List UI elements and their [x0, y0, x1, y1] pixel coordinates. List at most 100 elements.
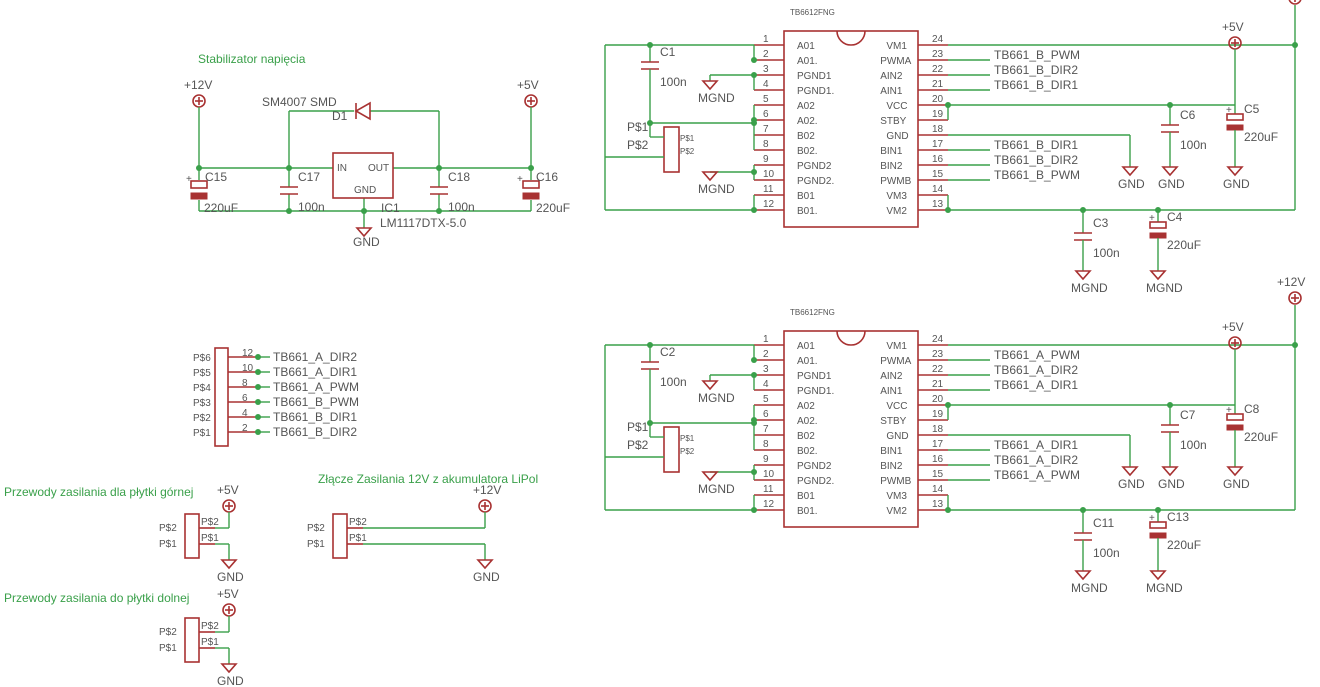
pin-name: STBY: [880, 116, 906, 127]
connector-pin-label: P$1: [349, 533, 367, 544]
driver-chip-name: TB6612FNG: [790, 8, 835, 17]
header-pin-number: 6: [242, 393, 248, 404]
capacitor-c11: [1074, 532, 1092, 541]
net-label-tb661_a_pwm: TB661_A_PWM: [994, 348, 1080, 362]
pin-number: 17: [932, 139, 944, 150]
pin-number: 7: [763, 424, 769, 435]
c18-ref: C18: [448, 170, 470, 184]
ground-label: MGND: [698, 391, 735, 405]
pin-number: 19: [932, 109, 944, 120]
pin-number: 10: [763, 469, 775, 480]
capacitor-c4-ref: C4: [1167, 210, 1183, 224]
connector-pad-label: P$1: [159, 539, 177, 550]
net-label-tb661_b_dir2: TB661_B_DIR2: [994, 63, 1078, 77]
connector-pin-label: P$2: [201, 621, 219, 632]
lower-power-title: Przewody zasilania do płytki dolnej: [4, 591, 189, 605]
regulator-ic: [332, 152, 394, 199]
pin-name: VM3: [886, 491, 907, 502]
ground-icon: [1161, 166, 1179, 177]
pin-name: B02.: [797, 146, 818, 157]
ground-icon: [476, 559, 494, 570]
connector-pin-label: P$1: [201, 533, 219, 544]
capacitor-c16: +: [517, 174, 540, 200]
pin-number: 13: [932, 499, 944, 510]
pin-number: 8: [763, 139, 769, 150]
pin-number: 21: [932, 379, 944, 390]
c17-value: 100n: [298, 200, 325, 214]
c16-ref: C16: [536, 170, 558, 184]
pin-number: 12: [763, 499, 775, 510]
pin-number: 11: [763, 184, 774, 195]
net-label-tb661_b_dir1: TB661_B_DIR1: [994, 138, 1078, 152]
capacitor-c6-value: 100n: [1180, 138, 1207, 152]
plug-pad-label: P$2: [680, 447, 695, 456]
pin-number: 14: [932, 484, 944, 495]
ground-label: GND: [217, 570, 244, 584]
ground-label: GND: [1158, 177, 1185, 191]
battery-title: Złącze Zasilania 12V z akumulatora LiPol: [318, 472, 538, 486]
capacitor-c5-value: 220uF: [1244, 130, 1278, 144]
supply-icon: [1288, 291, 1302, 305]
supply-icon: [1228, 36, 1242, 50]
pin-number: 16: [932, 454, 944, 465]
ground-icon: [220, 663, 238, 674]
pin-name: VM2: [886, 506, 907, 517]
pin-name: PWMA: [880, 356, 911, 367]
ground-label: GND: [217, 674, 244, 687]
header-net-label: TB661_A_DIR1: [273, 365, 357, 379]
pin-number: 8: [763, 439, 769, 450]
pin-name: VCC: [886, 101, 907, 112]
capacitor-c13-ref: C13: [1167, 510, 1189, 524]
pin-name: GND: [886, 131, 908, 142]
ground-label: GND: [1158, 477, 1185, 491]
supply-label: +5V: [217, 587, 239, 601]
pin-number: 4: [763, 79, 769, 90]
ground-icon: [1161, 466, 1179, 477]
pin-name: AIN1: [880, 386, 903, 397]
plus-mark: +: [1226, 405, 1232, 416]
supply-5v-label: +5V: [517, 78, 539, 92]
capacitor-c1-value: 100n: [660, 75, 687, 89]
pin-name: PGND1.: [797, 86, 834, 97]
pin-number: 13: [932, 199, 944, 210]
regulator-pin-gnd: GND: [354, 185, 376, 196]
pin-number: 3: [763, 64, 769, 75]
pin-number: 3: [763, 364, 769, 375]
pin-number: 20: [932, 394, 944, 405]
plug-pad-label: P$1: [680, 134, 695, 143]
header-net-label: TB661_B_PWM: [273, 395, 359, 409]
header-pin-number: 12: [242, 348, 254, 359]
mgnd-icon: [701, 471, 719, 482]
motor-driver-1: TB6612FNG1A0124VM12A01.23PWMA3PGND122AIN…: [604, 0, 1302, 295]
connector-pad-label: P$1: [307, 539, 325, 550]
net-label-tb661_b_dir1: TB661_B_DIR1: [994, 78, 1078, 92]
svg-text:+: +: [186, 174, 192, 185]
plus-mark: +: [1226, 105, 1232, 116]
header-net-label: TB661_A_PWM: [273, 380, 359, 394]
connector-pad-label: P$1: [159, 643, 177, 654]
capacitor-c3-ref: C3: [1093, 216, 1109, 230]
ground-icon: [355, 227, 373, 238]
supply-icon: [478, 499, 492, 513]
supply-label: +12V: [473, 483, 501, 497]
plus-mark: +: [1149, 213, 1155, 224]
mgnd-icon: [701, 80, 719, 91]
header-pad-label: P$3: [193, 398, 211, 409]
header-pin-number: 4: [242, 408, 248, 419]
pin-number: 18: [932, 124, 944, 135]
pin-name: VM3: [886, 191, 907, 202]
pin-name: PGND2: [797, 461, 832, 472]
mgnd-icon: [701, 171, 719, 182]
ground-label: MGND: [1071, 281, 1108, 295]
ground-label: GND: [473, 570, 500, 584]
pin-number: 22: [932, 64, 944, 75]
capacitor-c8-value: 220uF: [1244, 430, 1278, 444]
header-net-label: TB661_B_DIR1: [273, 410, 357, 424]
net-label-tb661_b_pwm: TB661_B_PWM: [994, 168, 1080, 182]
regulator-value: LM1117DTX-5.0: [380, 216, 467, 230]
pin-name: VM1: [886, 341, 907, 352]
ground-icon: [220, 559, 238, 570]
supply-label: +5V: [217, 483, 239, 497]
